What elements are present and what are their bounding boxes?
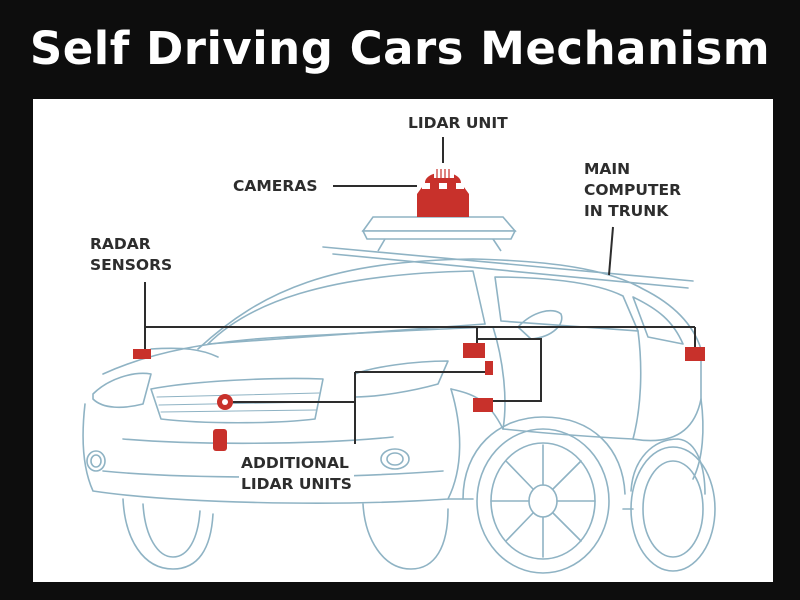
leader-lines — [144, 137, 696, 444]
left-fog-light — [86, 450, 106, 472]
radar-sensor-rear — [685, 347, 705, 361]
camera-lens-2 — [439, 183, 447, 189]
front-right-wheel — [362, 503, 449, 570]
label-main-computer: MAIN COMPUTER IN TRUNK — [584, 159, 681, 222]
radar-sensor-front-left — [133, 349, 151, 359]
rear-wheel-arch — [630, 438, 706, 495]
lidar-roof-assembly — [361, 169, 517, 252]
front-grille — [150, 377, 324, 424]
right-fog-light — [380, 448, 410, 470]
front-left-wheel — [122, 498, 214, 570]
lidar-unit — [417, 194, 469, 217]
car-diagram — [82, 137, 716, 574]
label-cameras-text: CAMERAS — [233, 177, 318, 195]
page-title: Self Driving Cars Mechanism — [29, 22, 771, 75]
label-radar-sensors-line1: RADAR — [90, 235, 151, 253]
lidar-sensor-side-lower — [473, 398, 493, 412]
car-outline — [82, 246, 716, 574]
label-lidar-unit: LIDAR UNIT — [408, 113, 508, 134]
lidar-sensor-side-upper — [485, 361, 493, 375]
sensor-markers — [133, 343, 705, 451]
label-additional-lidar: ADDITIONAL LIDAR UNITS — [239, 453, 354, 495]
left-headlight — [92, 372, 152, 409]
right-headlight — [354, 360, 449, 398]
label-radar-sensors: RADAR SENSORS — [90, 234, 172, 276]
side-window-rear — [632, 296, 684, 345]
camera-lens-3 — [456, 183, 464, 189]
label-main-computer-line3: IN TRUNK — [584, 202, 669, 220]
side-window-front — [494, 276, 639, 332]
roof-rack — [322, 246, 694, 282]
lidar-sensor-bumper — [213, 429, 227, 451]
label-cameras: CAMERAS — [233, 176, 317, 197]
label-lidar-unit-text: LIDAR UNIT — [408, 114, 508, 132]
label-main-computer-line2: COMPUTER — [584, 181, 682, 199]
side-front-wheel — [476, 428, 610, 574]
label-radar-sensors-line2: SENSORS — [90, 256, 173, 274]
label-main-computer-line1: MAIN — [584, 160, 631, 178]
label-additional-lidar-line2: LIDAR UNITS — [241, 475, 352, 493]
roof-platform — [361, 216, 517, 232]
side-front-wheel-arch — [462, 416, 626, 500]
windshield — [207, 270, 486, 345]
side-mirror — [517, 310, 563, 340]
camera-lens-1 — [422, 183, 430, 189]
label-additional-lidar-line1: ADDITIONAL — [241, 454, 349, 472]
diagram-panel: LIDAR UNIT CAMERAS MAIN COMPUTER IN TRUN… — [33, 99, 773, 582]
main-computer-leader — [608, 226, 614, 276]
radar-sensor-front-side — [463, 343, 485, 358]
